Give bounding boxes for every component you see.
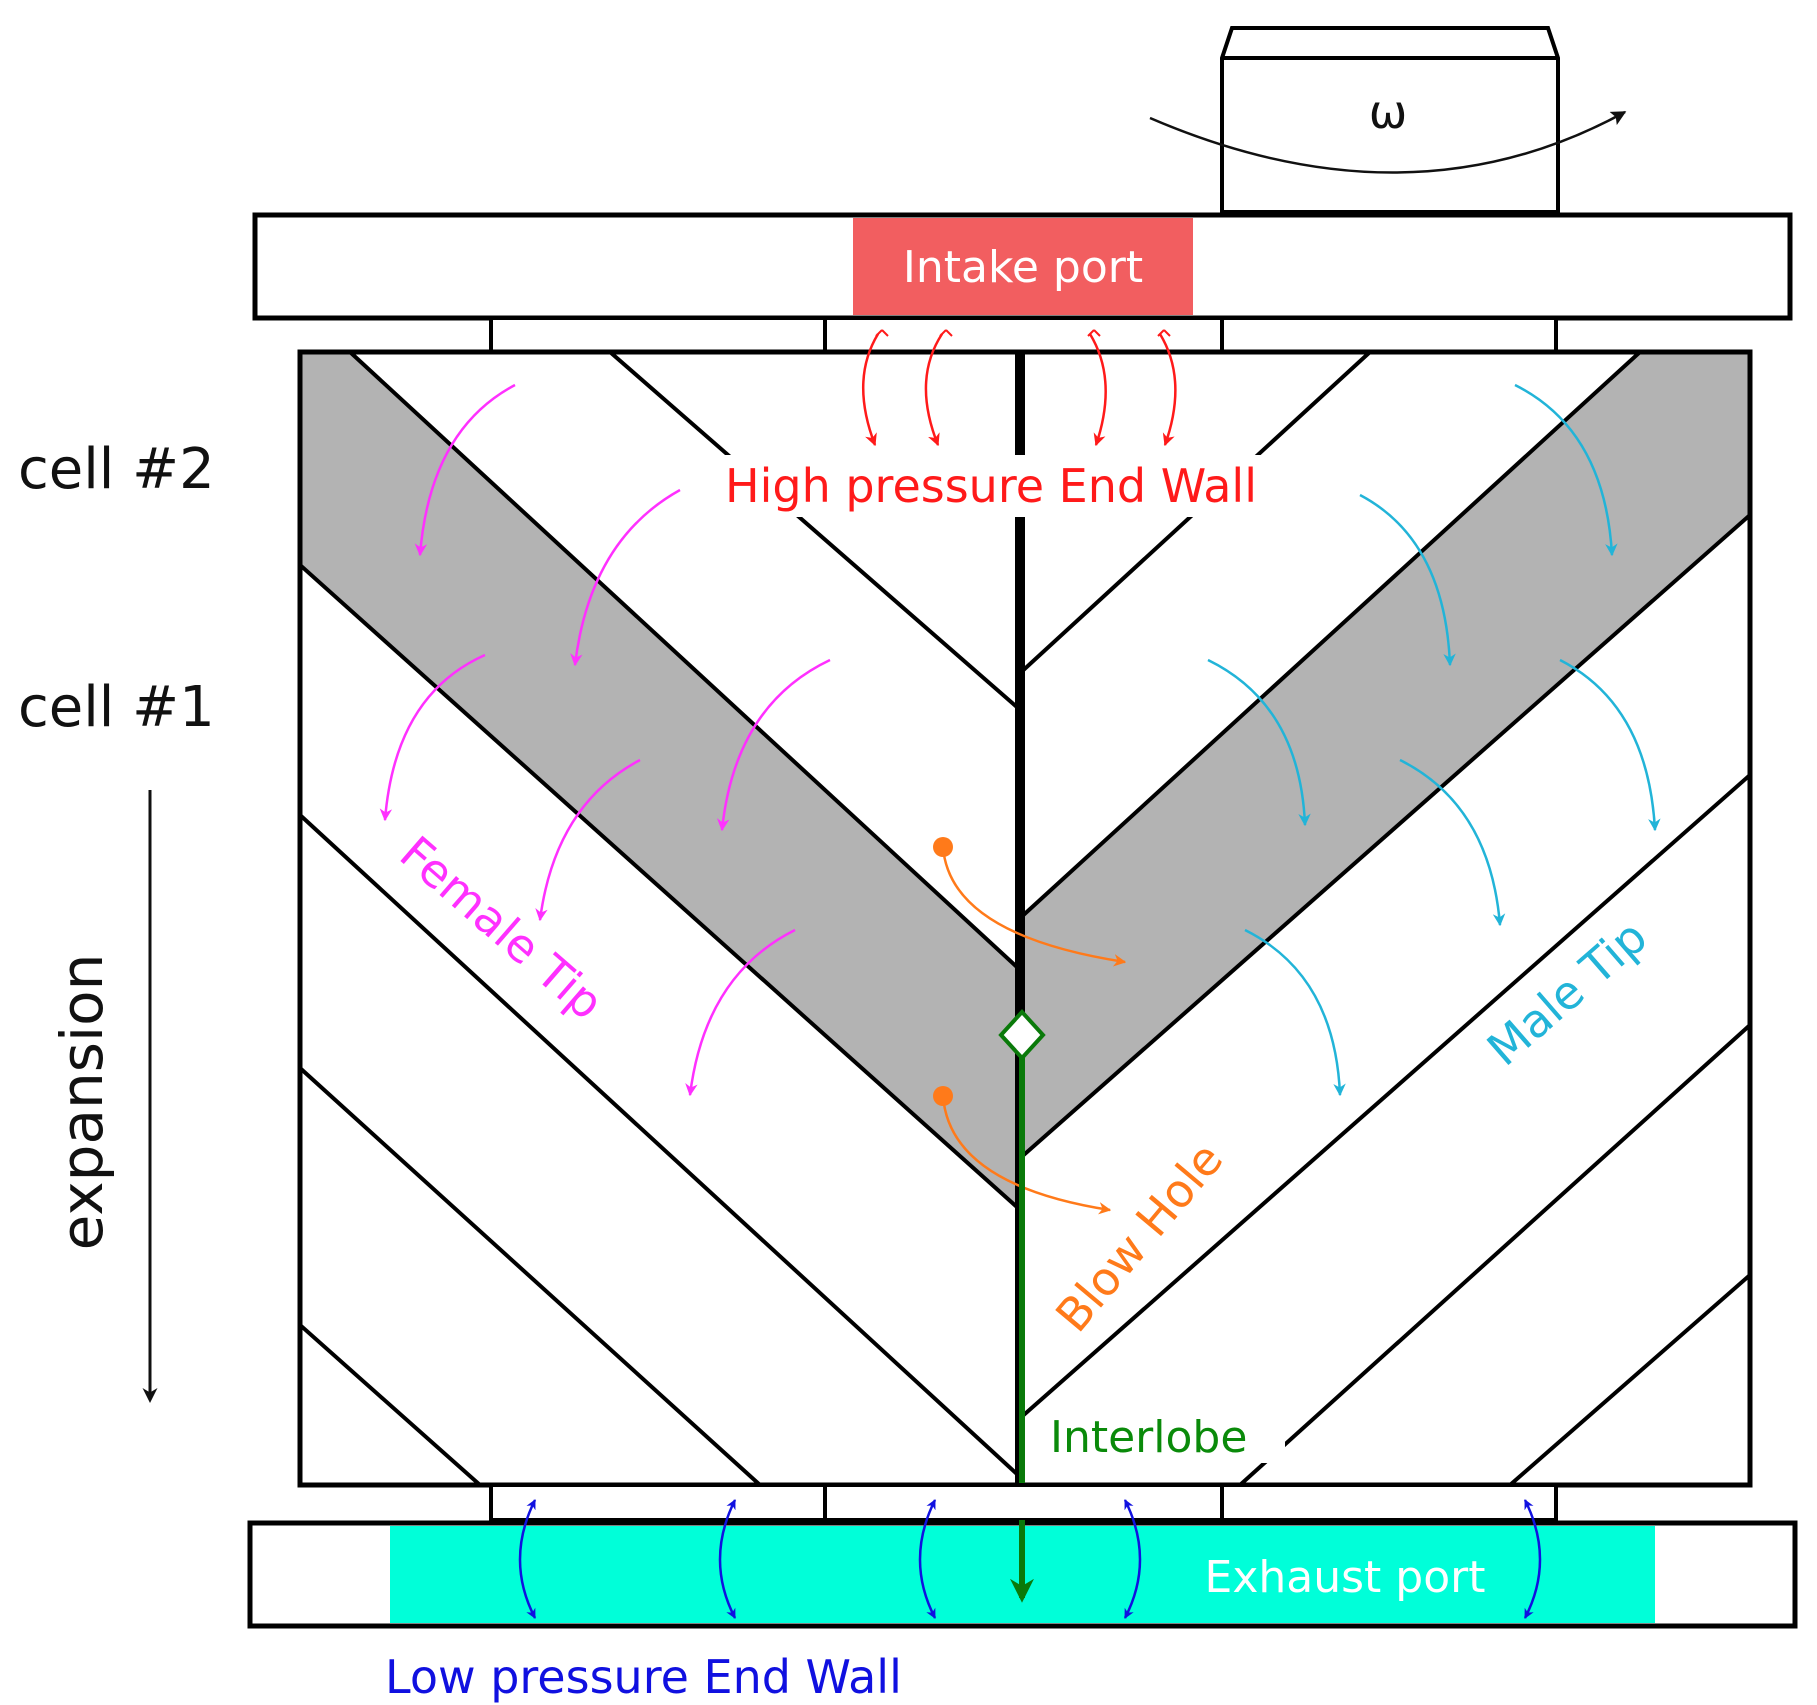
interlobe-label-mask xyxy=(1040,1405,1285,1463)
cell-2-label: cell #2 xyxy=(18,437,215,502)
low-pressure-leak-arrows xyxy=(518,1499,1542,1619)
hp-small-ticks xyxy=(875,329,1171,337)
low-pressure-end-wall-label: Low pressure End Wall xyxy=(385,1650,902,1704)
omega-label: ω xyxy=(1369,85,1408,139)
rotation-arrow xyxy=(1149,110,1627,174)
cell-band-male xyxy=(1018,352,1750,1160)
high-pressure-leak-arrows xyxy=(861,333,1177,447)
cell-band-female xyxy=(300,352,1018,1208)
interlobe-label: Interlobe xyxy=(1050,1412,1247,1463)
bottom-connectors xyxy=(489,1483,1558,1522)
intake-port-label: Intake port xyxy=(903,242,1143,293)
expansion-label: expansion xyxy=(48,954,116,1251)
cell-1-label: cell #1 xyxy=(18,675,215,740)
blow-hole-leak-arrows xyxy=(933,837,1127,1215)
hp-label-mask xyxy=(686,455,1294,517)
exhaust-port-label: Exhaust port xyxy=(1205,1552,1486,1603)
top-connectors xyxy=(489,316,1558,354)
male-tip-leak-arrows xyxy=(1207,383,1661,1097)
female-tip-leak-arrows xyxy=(379,383,831,1097)
high-pressure-end-wall-label: High pressure End Wall xyxy=(725,459,1257,513)
intake-port xyxy=(853,218,1193,315)
